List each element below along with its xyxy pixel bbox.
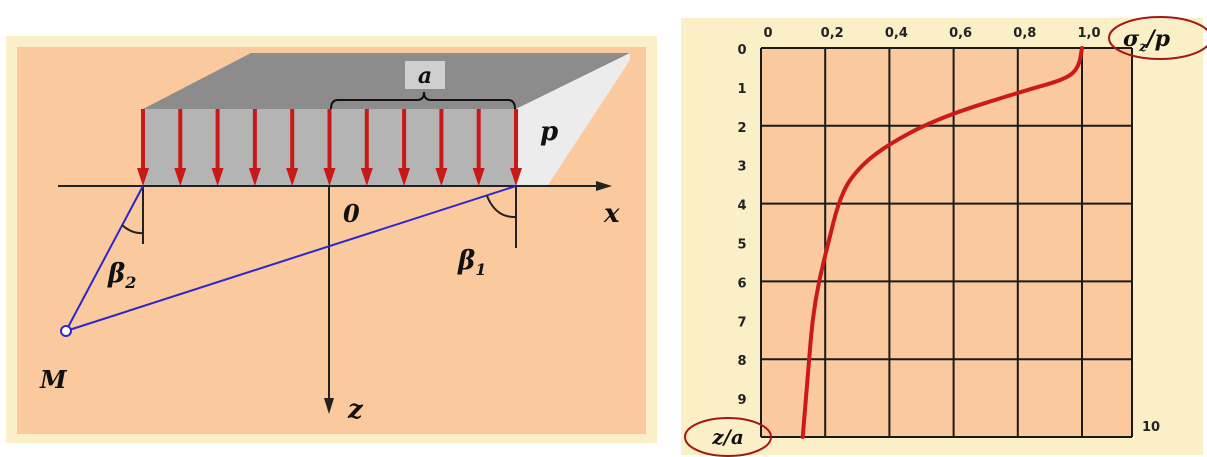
chart-y-axis-label: z/a [711,425,744,449]
angle2-arc [121,224,144,235]
chart-x-axis-label: σz/p [1123,26,1171,55]
y-tick-label: 10 [1142,420,1160,435]
chart-y-ticks: 0 1 2 3 4 5 6 7 8 9 10 [737,43,1160,435]
y-tick-label: 9 [737,393,746,408]
angle1-label: β1 [457,246,486,279]
y-tick-label: 2 [737,121,746,136]
load-arrow-head [510,168,522,186]
x-tick-label: 1,0 [1077,26,1100,41]
load-arrow-head [248,168,261,186]
load-arrow-head [472,168,485,186]
x-tick-label: 0,4 [885,26,908,41]
load-arrow-head [398,168,411,186]
y-label-ellipse [684,417,772,457]
x-axis-label: x [603,199,620,229]
y-tick-label: 0 [737,43,746,58]
chart-x-ticks: 0 0,2 0,4 0,6 0,8 1,0 [763,26,1100,41]
x-tick-label: 0 [763,26,772,41]
x-tick-label: 0,8 [1013,26,1036,41]
load-arrow-head [323,168,336,186]
load-arrows [137,109,522,186]
load-arrow-head [137,168,149,186]
load-arrow-head [211,168,224,186]
stress-diagram: a p x z 0 β2 β1 M [6,36,657,443]
angle1-arc [486,195,517,219]
y-tick-label: 7 [737,315,746,330]
load-arrow-head [174,168,187,186]
line-m-to-left-edge [65,185,144,332]
point-m-label: M [39,365,68,394]
stress-curve-series [800,46,1084,439]
line-m-to-right-edge [65,185,517,332]
y-tick-label: 6 [737,276,746,291]
y-tick-label: 4 [737,199,746,214]
x-axis-arrowhead [596,181,612,191]
y-tick-label: 5 [737,238,746,253]
a-label-box [405,61,445,89]
x-tick-label: 0,2 [821,26,844,41]
load-arrow-head [435,168,448,186]
chart-grid [760,47,1133,438]
chart-plot-area [761,48,1132,437]
load-block-top [143,53,630,109]
x-tick-label: 0,6 [949,26,972,41]
y-tick-label: 8 [737,354,746,369]
load-label: p [540,117,558,147]
z-axis-label: z [347,395,364,425]
origin-label: 0 [343,199,360,228]
load-width-label: a [418,63,432,89]
load-arrow-head [286,168,299,186]
point-m-marker [60,325,72,337]
angle2-label: β2 [107,259,136,292]
y-tick-label: 1 [737,82,746,97]
y-tick-label: 3 [737,160,746,175]
stress-chart: 0 0,2 0,4 0,6 0,8 1,0 0 1 2 3 4 5 6 7 8 9 10 σz/p z/a [681,16,1207,457]
width-brace [330,91,516,110]
z-axis-arrowhead [324,398,334,414]
x-label-ellipse [1108,16,1207,60]
load-block-side [516,53,630,185]
load-arrow-head [360,168,373,186]
